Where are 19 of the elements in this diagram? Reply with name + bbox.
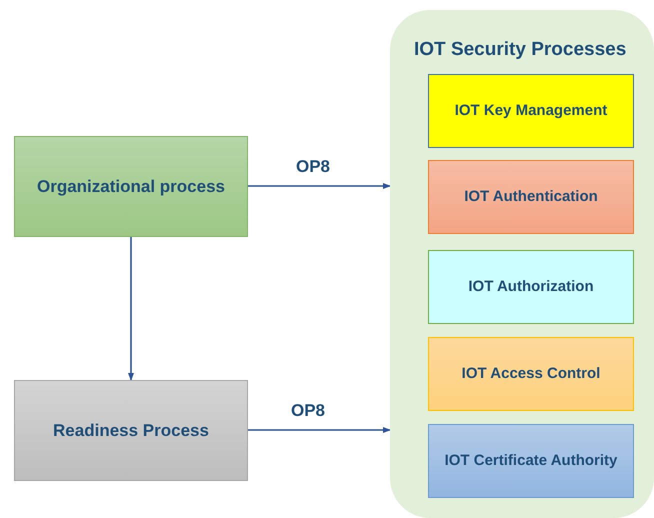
- box-label: IOT Authorization: [468, 276, 594, 297]
- process-box: [14, 380, 248, 481]
- process-box: [428, 250, 634, 324]
- box-label: IOT Key Management: [454, 100, 608, 121]
- process-box: [428, 424, 634, 498]
- group-panel: [390, 10, 654, 518]
- box-label: IOT Certificate Authority: [444, 450, 618, 471]
- box-label: IOT Authentication: [464, 186, 598, 207]
- box-label: Organizational process: [37, 176, 225, 198]
- process-box: [428, 160, 634, 234]
- arrow: [128, 237, 134, 381]
- arrow: [248, 183, 391, 189]
- process-box: [428, 337, 634, 411]
- arrow: [248, 427, 391, 433]
- process-box: [14, 136, 248, 237]
- process-box: [428, 74, 634, 148]
- box-label: Readiness Process: [53, 420, 209, 442]
- group-heading: IOT Security Processes: [414, 38, 626, 62]
- box-label: IOT Access Control: [462, 364, 600, 384]
